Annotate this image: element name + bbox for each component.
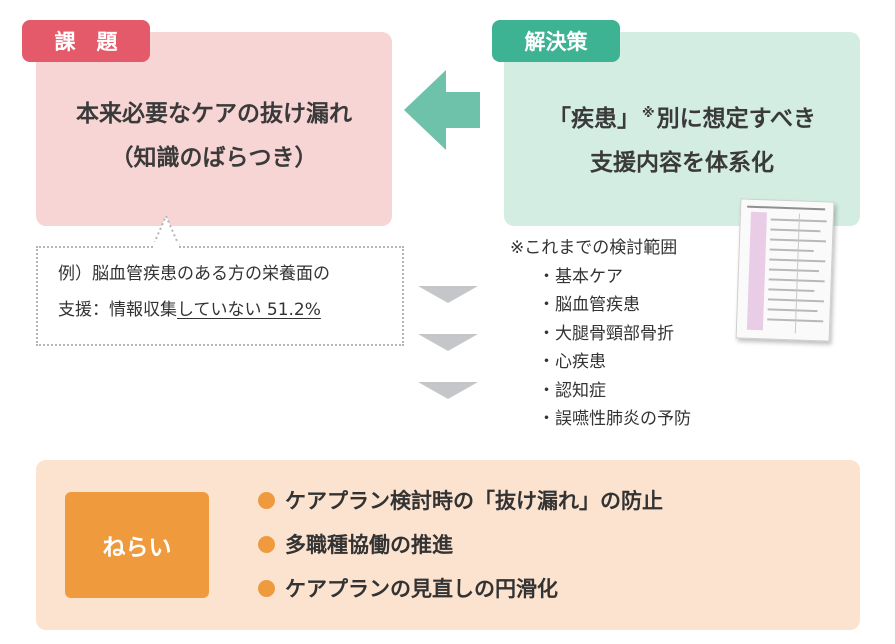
down-chevron-icon xyxy=(418,382,478,399)
issue-box: 本来必要なケアの抜け漏れ （知識のばらつき） xyxy=(36,32,392,226)
scope-heading: ※これまでの検討範囲 xyxy=(510,238,678,258)
scope-item: ・心疾患 xyxy=(538,352,606,372)
left-arrow-icon xyxy=(404,70,480,150)
scope-item: ・脳血管疾患 xyxy=(538,295,640,315)
scope-item: ・誤嚥性肺炎の予防 xyxy=(538,409,691,429)
solution-tag: 解決策 xyxy=(492,20,620,62)
solution-box: 「疾患」※別に想定すべき 支援内容を体系化 xyxy=(504,32,860,226)
bullet-icon xyxy=(258,579,275,597)
bullet-icon xyxy=(258,535,275,553)
example-line-1: 例）脳血管疾患のある方の栄養面の xyxy=(58,264,330,284)
document-thumbnail xyxy=(735,198,835,342)
solution-line-1a: 「疾患」 xyxy=(547,106,640,132)
solution-line-2: 支援内容を体系化 xyxy=(590,150,774,176)
down-chevron-icon xyxy=(418,334,478,351)
solution-text: 「疾患」※別に想定すべき 支援内容を体系化 xyxy=(504,92,860,185)
example-box: 例）脳血管疾患のある方の栄養面の 支援：情報収集していない 51.2% xyxy=(36,246,404,346)
goal-item: ケアプランの見直しの円滑化 xyxy=(258,566,663,610)
goal-item-text: ケアプランの見直しの円滑化 xyxy=(285,577,558,601)
solution-line-1b: 別に想定すべき xyxy=(656,106,817,132)
scope-list: ※これまでの検討範囲 ・基本ケア ・脳血管疾患 ・大腿骨頸部骨折 ・心疾患 ・認… xyxy=(510,234,740,434)
bullet-icon xyxy=(258,491,275,509)
goal-item: ケアプラン検討時の「抜け漏れ」の防止 xyxy=(258,478,663,522)
goal-box: ねらい ケアプラン検討時の「抜け漏れ」の防止 多職種協働の推進 ケアプランの見直… xyxy=(36,460,860,630)
goal-item: 多職種協働の推進 xyxy=(258,522,663,566)
goal-item-text: 多職種協働の推進 xyxy=(285,533,453,557)
solution-line-1: 「疾患」※別に想定すべき xyxy=(548,92,816,141)
example-statistic: していない 51.2% xyxy=(177,300,321,320)
scope-item: ・大腿骨頸部骨折 xyxy=(538,323,674,344)
goal-list: ケアプラン検討時の「抜け漏れ」の防止 多職種協働の推進 ケアプランの見直しの円滑… xyxy=(258,478,663,610)
issue-text: 本来必要なケアの抜け漏れ （知識のばらつき） xyxy=(36,92,392,180)
pointer-gap xyxy=(153,242,179,250)
example-line-2-prefix: 支援：情報収集 xyxy=(58,300,177,320)
issue-tag: 課 題 xyxy=(22,20,150,62)
scope-item: ・認知症 xyxy=(538,380,606,401)
issue-line-2: （知識のばらつき） xyxy=(110,145,318,171)
goal-tag: ねらい xyxy=(65,492,209,598)
footnote-mark: ※ xyxy=(641,106,655,121)
example-line-2: 支援：情報収集していない 51.2% xyxy=(58,292,402,328)
issue-line-1: 本来必要なケアの抜け漏れ xyxy=(76,101,352,127)
goal-item-text: ケアプラン検討時の「抜け漏れ」の防止 xyxy=(285,489,663,513)
scope-item: ・基本ケア xyxy=(538,266,623,287)
down-chevron-icon xyxy=(418,286,478,303)
